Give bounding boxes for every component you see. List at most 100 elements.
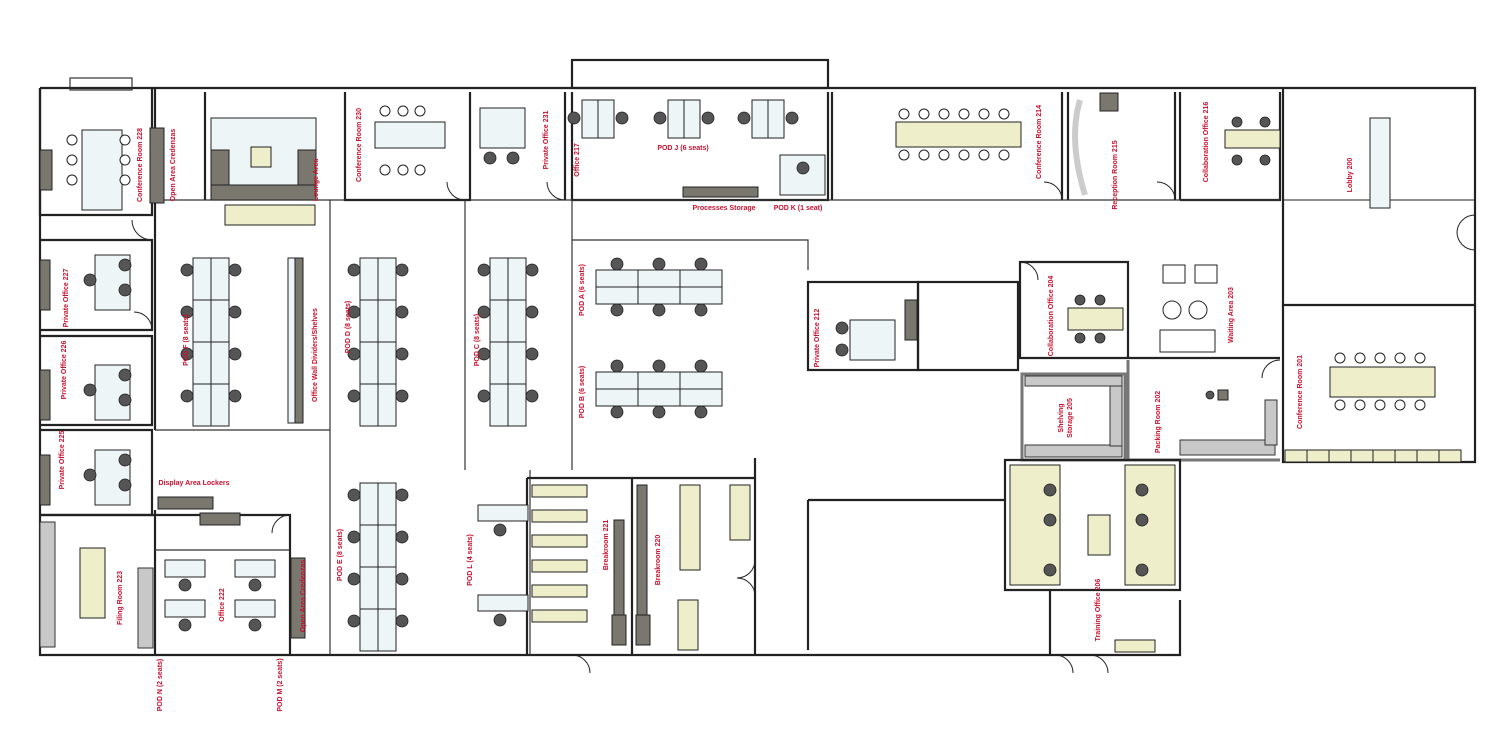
label-pod-c: POD C (8 seats): [474, 314, 481, 367]
desk: [359, 524, 379, 568]
desk: [679, 371, 723, 390]
office-desk: [164, 599, 206, 618]
shelf: [1024, 375, 1123, 387]
bench: [1372, 449, 1396, 463]
chair-icon: [918, 108, 930, 120]
chair-icon: [414, 164, 426, 176]
collab-table: [1067, 307, 1124, 331]
chair-icon: [477, 305, 491, 319]
processes-storage-cabinet: [682, 186, 759, 198]
breakroom-table: [531, 609, 588, 623]
shelf: [294, 257, 304, 424]
chair-icon: [610, 257, 624, 271]
desk: [477, 504, 529, 522]
chair-icon: [785, 111, 799, 125]
desk: [751, 99, 769, 139]
chair-icon: [898, 149, 910, 161]
chair-icon: [477, 263, 491, 277]
bench: [1306, 449, 1330, 463]
pod-k-desk: [779, 154, 826, 196]
chair-icon: [1394, 399, 1406, 411]
chair-icon: [493, 523, 507, 537]
chair-icon: [66, 134, 78, 146]
chair-icon: [958, 149, 970, 161]
chair-icon: [1374, 352, 1386, 364]
desk: [507, 299, 527, 343]
chair-icon: [119, 134, 131, 146]
coffee-table: [250, 146, 272, 168]
chair-icon: [118, 478, 132, 492]
chair-icon: [347, 263, 361, 277]
label-pod-m: POD M (2 seats): [277, 658, 284, 711]
desk: [597, 99, 615, 139]
bench: [1438, 449, 1462, 463]
chair-icon: [119, 174, 131, 186]
chair-icon: [379, 164, 391, 176]
breakroom-table: [531, 484, 588, 498]
desk: [489, 383, 509, 427]
label-private-office-226: Private Office 226: [61, 341, 68, 400]
chair-icon: [998, 108, 1010, 120]
desk: [507, 383, 527, 427]
conference-table: [895, 121, 1022, 148]
desk: [507, 341, 527, 385]
chair-icon: [1354, 352, 1366, 364]
chair-icon: [347, 305, 361, 319]
chair-icon: [397, 105, 409, 117]
office-desk: [234, 559, 276, 578]
label-collaboration-office-216: Collaboration Office 216: [1203, 102, 1210, 183]
chair-icon: [610, 359, 624, 373]
desk: [477, 594, 529, 612]
appliance: [635, 614, 651, 646]
desk: [192, 383, 212, 427]
desk: [683, 99, 701, 139]
bench: [1284, 449, 1308, 463]
desk: [359, 482, 379, 526]
label-packing-room-202: Packing Room 202: [1155, 391, 1162, 453]
chair-icon: [66, 174, 78, 186]
desk: [637, 286, 681, 305]
desk: [637, 388, 681, 407]
filing-cabinet: [79, 547, 106, 619]
chair-icon: [414, 105, 426, 117]
credenza: [149, 127, 165, 204]
chair-icon: [652, 257, 666, 271]
chair-icon: [228, 305, 242, 319]
label-processes-storage: Processes Storage: [692, 205, 755, 212]
chair-icon: [477, 347, 491, 361]
chair-icon: [397, 164, 409, 176]
label-pod-k: POD K (1 seat): [774, 205, 823, 212]
kitchen-counter: [613, 519, 625, 616]
chair-icon: [835, 321, 849, 335]
chair-icon: [652, 405, 666, 419]
chair-icon: [347, 530, 361, 544]
chair-icon: [1135, 483, 1149, 497]
chair-icon: [180, 305, 194, 319]
chair-icon: [395, 305, 409, 319]
chair-icon: [978, 108, 990, 120]
chair-icon: [1135, 563, 1149, 577]
chair-icon: [379, 105, 391, 117]
label-lobby-200: Lobby 200: [1347, 158, 1354, 193]
chair-icon: [938, 108, 950, 120]
breakroom-table: [729, 484, 751, 541]
label-pod-j: POD J (6 seats): [657, 145, 708, 152]
chair-icon: [395, 389, 409, 403]
chair-icon: [119, 154, 131, 166]
desk: [679, 388, 723, 407]
credenza: [290, 557, 306, 639]
label-waiting-area-203: Waiting Area 203: [1228, 287, 1235, 343]
sofa: [1159, 329, 1216, 353]
chair-icon: [1074, 332, 1086, 344]
chair-icon: [347, 347, 361, 361]
label-private-office-231: Private Office 231: [543, 111, 550, 170]
office-desk: [234, 599, 276, 618]
desk: [679, 269, 723, 288]
chair-icon: [525, 263, 539, 277]
chair-icon: [1043, 513, 1057, 527]
chair-icon: [567, 111, 581, 125]
label-private-office-212: Private Office 212: [814, 309, 821, 368]
desk: [192, 341, 212, 385]
doors: [131, 181, 1476, 674]
armchair: [1194, 264, 1218, 284]
